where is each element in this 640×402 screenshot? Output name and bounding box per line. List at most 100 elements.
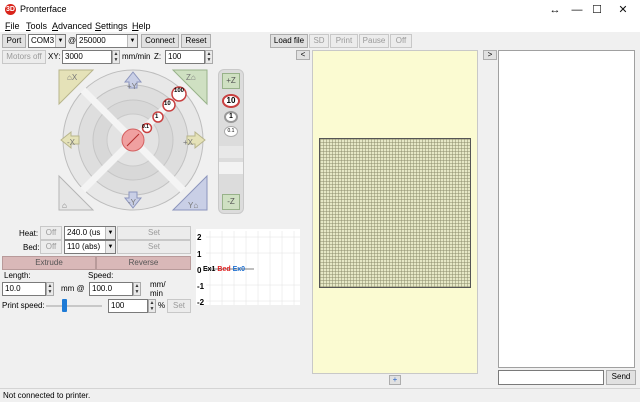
graph-y-tick: -2	[197, 298, 205, 307]
length-input[interactable]: 10.0	[2, 282, 46, 296]
collapse-right-button[interactable]: >	[483, 50, 497, 60]
step-10-button[interactable]: 10	[164, 101, 171, 107]
mm-at-label: mm @	[61, 284, 85, 293]
length-label: Length:	[4, 271, 31, 280]
print-button[interactable]: Print	[330, 34, 358, 48]
load-file-button[interactable]: Load file	[270, 34, 308, 48]
bed-off-button[interactable]: Off	[40, 240, 62, 254]
step-100-button[interactable]: 100	[174, 88, 185, 94]
plus-y-button[interactable]: +Y	[127, 82, 138, 91]
print-speed-spinner[interactable]: ▲▼	[148, 299, 156, 313]
z-feed-spinner[interactable]: ▲▼	[205, 50, 213, 64]
legend-ex0: Ex0	[232, 266, 246, 273]
graph-y-tick: 0	[197, 266, 202, 275]
sd-button[interactable]: SD	[309, 34, 329, 48]
chevron-down-icon: ▼	[127, 35, 137, 47]
plus-y-icon	[123, 71, 143, 89]
legend-ex1: Ex1	[203, 266, 216, 273]
bed-temp-value: 110 (abs)	[67, 242, 101, 251]
extrude-button[interactable]: Extrude	[2, 256, 96, 270]
zoom-plus-button[interactable]: +	[389, 375, 401, 385]
xy-feed-spinner[interactable]: ▲▼	[112, 50, 120, 64]
legend-bed: Bed	[217, 266, 231, 273]
collapse-left-button[interactable]: <	[296, 50, 310, 60]
speed-spinner[interactable]: ▲▼	[133, 282, 141, 296]
heat-temp-value: 240.0 (us	[67, 228, 101, 237]
console-input[interactable]	[498, 370, 604, 385]
xy-feed-label: XY:	[48, 52, 61, 61]
menu-bar: File Tools Advanced Settings Help	[0, 20, 640, 32]
home-all-button[interactable]	[58, 174, 95, 211]
console-log[interactable]	[498, 50, 635, 368]
chevron-down-icon: ▼	[55, 35, 65, 47]
xy-feed-input[interactable]: 3000	[62, 50, 112, 64]
z-feed-input[interactable]: 100	[165, 50, 205, 64]
menu-advanced[interactable]: Advanced	[52, 21, 93, 31]
menu-tools[interactable]: Tools	[26, 21, 48, 31]
feed-unit-label: mm/min	[122, 52, 151, 61]
home-x-button[interactable]	[58, 69, 95, 106]
minimize-button[interactable]: —	[571, 4, 583, 16]
motors-off-button[interactable]: Motors off	[2, 50, 46, 64]
port-button[interactable]: Port	[2, 34, 26, 48]
plus-x-button[interactable]: +X	[183, 138, 194, 147]
title-bar: 3D Pronterface ↔ — ☐ ✕	[0, 0, 640, 20]
print-speed-slider-thumb[interactable]	[62, 299, 67, 312]
off-button[interactable]: Off	[390, 34, 412, 48]
plus-z-button[interactable]: +Z	[222, 73, 240, 89]
graph-y-tick: -1	[197, 282, 205, 291]
home-z-label: Z⌂	[186, 73, 196, 82]
bed-set-button[interactable]: Set	[117, 240, 191, 254]
home-all-icon: ⌂	[62, 201, 67, 210]
length-spinner[interactable]: ▲▼	[46, 282, 54, 296]
at-label: @	[68, 36, 77, 45]
z-jog-column[interactable]: +Z 10 1 0.1 -Z	[218, 69, 244, 214]
print-speed-slider[interactable]	[46, 305, 102, 307]
minus-x-button[interactable]: -X	[67, 138, 75, 147]
minus-z-button[interactable]: -Z	[222, 194, 240, 210]
close-button[interactable]: ✕	[618, 4, 628, 16]
resize-icon[interactable]: ↔	[549, 4, 561, 16]
z-step-10-button[interactable]: 10	[222, 94, 240, 108]
status-text: Not connected to printer.	[3, 391, 91, 400]
heat-off-button[interactable]: Off	[40, 226, 62, 240]
home-x-label: ⌂X	[67, 73, 78, 82]
temperature-graph	[196, 229, 300, 305]
menu-settings[interactable]: Settings	[95, 21, 128, 31]
chevron-down-icon: ▼	[105, 241, 115, 253]
pause-button[interactable]: Pause	[359, 34, 389, 48]
home-z-corner[interactable]	[171, 69, 208, 106]
port-select[interactable]: COM3 ▼	[28, 34, 66, 48]
step-1-button[interactable]: 1	[155, 114, 159, 120]
print-speed-set-button[interactable]: Set	[167, 299, 191, 313]
xy-jog-pad[interactable]	[57, 68, 209, 212]
baud-select[interactable]: 250000 ▼	[76, 34, 138, 48]
graph-y-tick: 1	[197, 250, 202, 259]
step-0-1-button[interactable]: 0.1	[142, 124, 149, 130]
reverse-button[interactable]: Reverse	[96, 256, 191, 270]
graph-legend: Ex1 Bed Ex0	[203, 266, 245, 273]
reset-button[interactable]: Reset	[181, 34, 211, 48]
menu-help[interactable]: Help	[132, 21, 151, 31]
z-step-0-1-button[interactable]: 0.1	[224, 126, 238, 137]
window-title: Pronterface	[20, 4, 67, 14]
home-y-label: Y⌂	[188, 201, 199, 210]
z-step-1-button[interactable]: 1	[224, 111, 238, 123]
percent-label: %	[158, 301, 166, 310]
heat-set-button[interactable]: Set	[117, 226, 191, 240]
speed-label: Speed:	[88, 271, 114, 280]
bed-temp-select[interactable]: 110 (abs) ▼	[64, 240, 116, 254]
speed-unit-label: mm/min	[150, 280, 166, 298]
bed-label: Bed:	[23, 243, 40, 252]
heat-temp-select[interactable]: 240.0 (us ▼	[64, 226, 116, 240]
send-button[interactable]: Send	[606, 370, 636, 385]
menu-file[interactable]: File	[5, 21, 20, 31]
speed-input[interactable]: 100.0	[89, 282, 133, 296]
maximize-button[interactable]: ☐	[592, 4, 602, 16]
minus-y-button[interactable]: -Y	[128, 198, 136, 207]
bed-grid	[319, 138, 471, 288]
print-speed-input[interactable]: 100	[108, 299, 148, 313]
home-y-button[interactable]	[171, 174, 208, 211]
minus-y-icon	[123, 191, 143, 209]
connect-button[interactable]: Connect	[141, 34, 179, 48]
